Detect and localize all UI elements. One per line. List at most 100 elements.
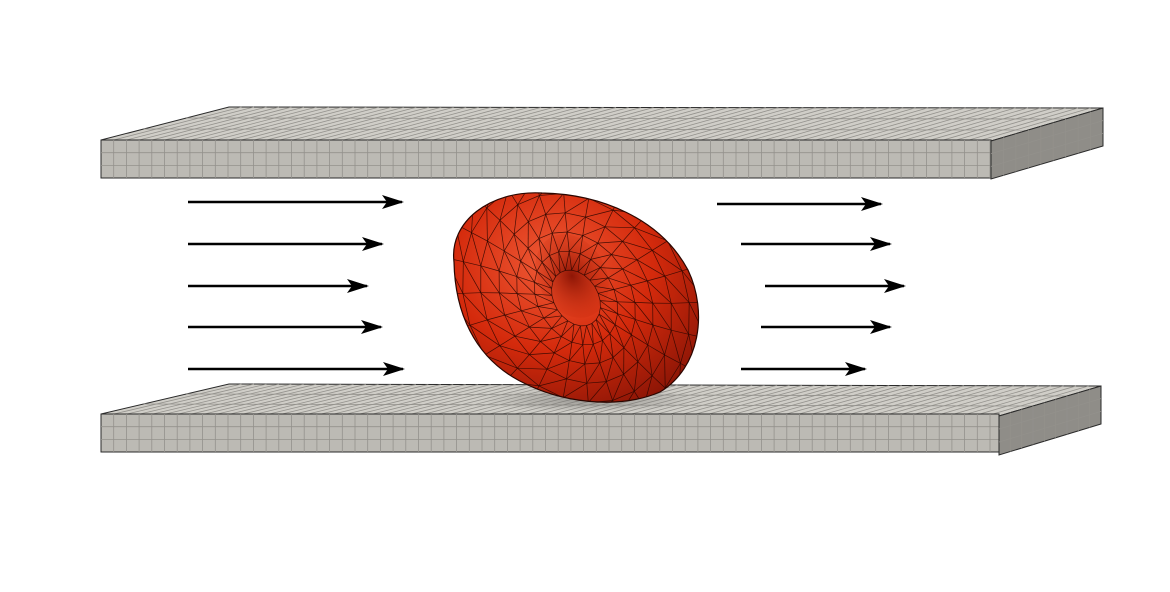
mesh-line <box>469 324 500 346</box>
grid-line <box>571 107 692 141</box>
mesh-line <box>571 324 575 343</box>
grid-line <box>819 385 927 416</box>
mesh-line <box>622 259 638 270</box>
grid-line <box>665 384 778 416</box>
grid-line <box>240 106 367 141</box>
grid-line <box>367 106 492 141</box>
grid-line <box>139 383 267 415</box>
mesh-line <box>558 251 561 273</box>
mesh-line <box>499 345 530 355</box>
grid-line <box>896 385 1002 417</box>
mesh-line <box>473 195 488 209</box>
mesh-line <box>571 325 581 343</box>
grid-line <box>622 107 742 141</box>
grid-line <box>189 106 317 141</box>
mesh-line <box>577 253 581 272</box>
mesh-line <box>499 219 515 235</box>
grid-line <box>634 107 754 141</box>
mesh-line <box>664 354 666 389</box>
mesh-line <box>551 232 560 252</box>
mesh-line <box>486 207 501 221</box>
grid-line <box>914 107 1029 142</box>
grid-line <box>934 385 1039 417</box>
mesh-line <box>598 314 611 334</box>
mesh-line <box>516 276 535 283</box>
mesh-line <box>504 310 522 316</box>
grid-line <box>678 384 790 416</box>
mesh-line <box>520 260 538 272</box>
mesh-line <box>462 293 488 321</box>
grid-line <box>482 107 604 141</box>
grid-line <box>329 106 454 141</box>
mesh-line <box>647 275 665 282</box>
grid-line <box>215 106 342 141</box>
mesh-line <box>462 261 482 293</box>
grid-line <box>685 107 804 142</box>
grid-line <box>267 383 392 415</box>
mesh-line <box>671 302 690 304</box>
bottom-plate-front-face <box>100 413 1000 453</box>
mesh-line <box>566 216 586 233</box>
mesh-line <box>538 214 547 239</box>
mesh-line <box>541 262 557 277</box>
grid-line <box>652 384 765 416</box>
mesh-line <box>517 293 535 295</box>
grid-line <box>990 132 1104 167</box>
mesh-line <box>568 342 573 361</box>
mesh-line <box>646 201 660 215</box>
mesh-line <box>636 250 653 261</box>
mesh-line <box>534 293 552 296</box>
mesh-line <box>664 270 683 277</box>
mesh-line <box>480 265 500 272</box>
grid-line <box>998 410 1102 443</box>
grid-line <box>723 107 841 142</box>
top-plate-side-grid <box>990 111 1104 176</box>
grid-line <box>736 107 854 142</box>
grid-line <box>139 106 267 141</box>
grid-line <box>921 385 1027 417</box>
mesh-line <box>516 276 536 295</box>
mesh-line <box>582 325 587 345</box>
mesh-line <box>517 367 548 370</box>
mesh-line <box>586 383 589 403</box>
mesh-line <box>612 374 625 401</box>
mesh-line <box>545 193 564 215</box>
flow-arrows-right <box>717 197 906 376</box>
mesh-line <box>617 313 632 335</box>
mesh-line <box>670 303 690 335</box>
grid-line <box>767 385 877 416</box>
mesh-line <box>593 178 630 181</box>
grid-line <box>965 107 1079 142</box>
mesh-line <box>622 227 635 242</box>
grid-line <box>742 385 852 416</box>
mesh-line <box>499 292 522 312</box>
grid-line <box>383 384 504 416</box>
grid-line <box>406 106 529 141</box>
mesh-line <box>605 357 614 382</box>
mesh-line <box>622 268 648 282</box>
grid-line <box>698 107 816 142</box>
grid-line <box>456 107 579 141</box>
mesh-line <box>554 341 573 354</box>
red-blood-cell <box>453 178 700 403</box>
mesh-line <box>664 354 681 364</box>
mesh-line <box>667 230 684 242</box>
mesh-line <box>688 302 699 339</box>
mesh-line <box>484 345 500 356</box>
mesh-line <box>566 363 586 380</box>
mesh-line <box>563 193 566 213</box>
mesh-line <box>513 204 519 235</box>
mesh-line <box>504 314 530 328</box>
mesh-line <box>538 238 543 263</box>
mesh-line <box>469 319 488 326</box>
mesh-line <box>540 336 562 342</box>
mesh-line <box>634 319 649 346</box>
grid-line <box>418 106 542 141</box>
mesh-line <box>528 221 540 239</box>
grid-line <box>947 385 1052 417</box>
mesh-line <box>520 261 535 283</box>
mesh-line <box>647 344 653 376</box>
grid-line <box>755 385 865 416</box>
mesh-line <box>527 195 540 222</box>
mesh-line <box>516 293 539 307</box>
